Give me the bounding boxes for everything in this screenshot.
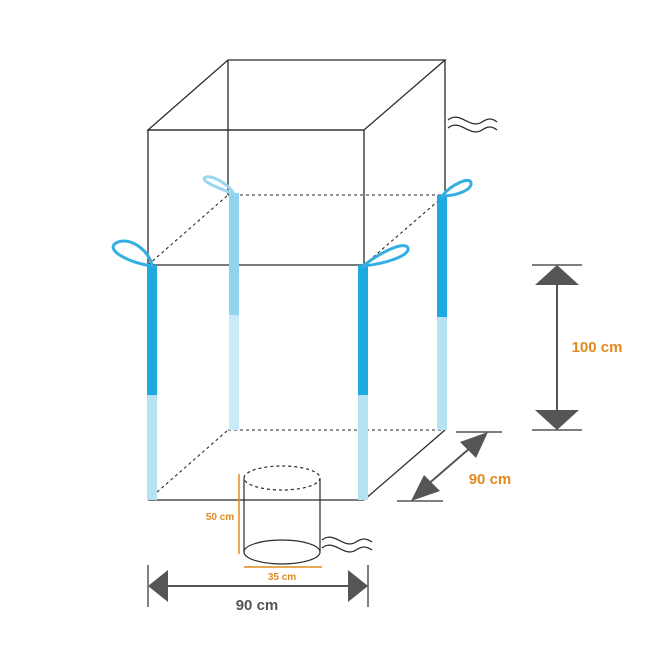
strap-loops <box>111 175 473 268</box>
top-face <box>146 59 447 131</box>
loop-front-left <box>111 239 154 268</box>
discharge-cord-icon <box>321 536 373 553</box>
spout-bottom <box>243 539 321 565</box>
hidden-edges <box>147 194 446 501</box>
strap-back-right-light <box>437 317 447 430</box>
height-dimension-arrow <box>532 264 582 431</box>
loop-back-right <box>438 178 473 198</box>
front-face-upper <box>147 129 365 266</box>
spout-top <box>243 465 321 491</box>
strap-front-right-dark <box>358 265 368 395</box>
discharge-spout <box>243 465 321 565</box>
strap-front-right-light <box>358 395 368 500</box>
depth-dimension-arrow <box>397 431 502 502</box>
spout-height-label: 50 cm <box>206 512 234 523</box>
lifting-straps <box>147 193 447 500</box>
strap-back-left-light <box>229 315 239 430</box>
top-cord-icon <box>447 116 498 133</box>
spout-diameter-label: 35 cm <box>268 572 296 583</box>
strap-back-left-dark <box>229 193 239 315</box>
loop-back-left <box>202 175 238 197</box>
width-dimension-arrow <box>147 565 369 607</box>
depth-label: 90 cm <box>469 471 512 488</box>
loop-front-right <box>358 244 410 268</box>
bottom-right-edge <box>363 429 446 501</box>
height-label: 100 cm <box>572 339 623 356</box>
width-label: 90 cm <box>236 597 279 614</box>
strap-back-right-dark <box>437 195 447 317</box>
strap-front-left-light <box>147 395 157 500</box>
strap-front-left-dark <box>147 265 157 395</box>
box-outline <box>146 59 447 501</box>
